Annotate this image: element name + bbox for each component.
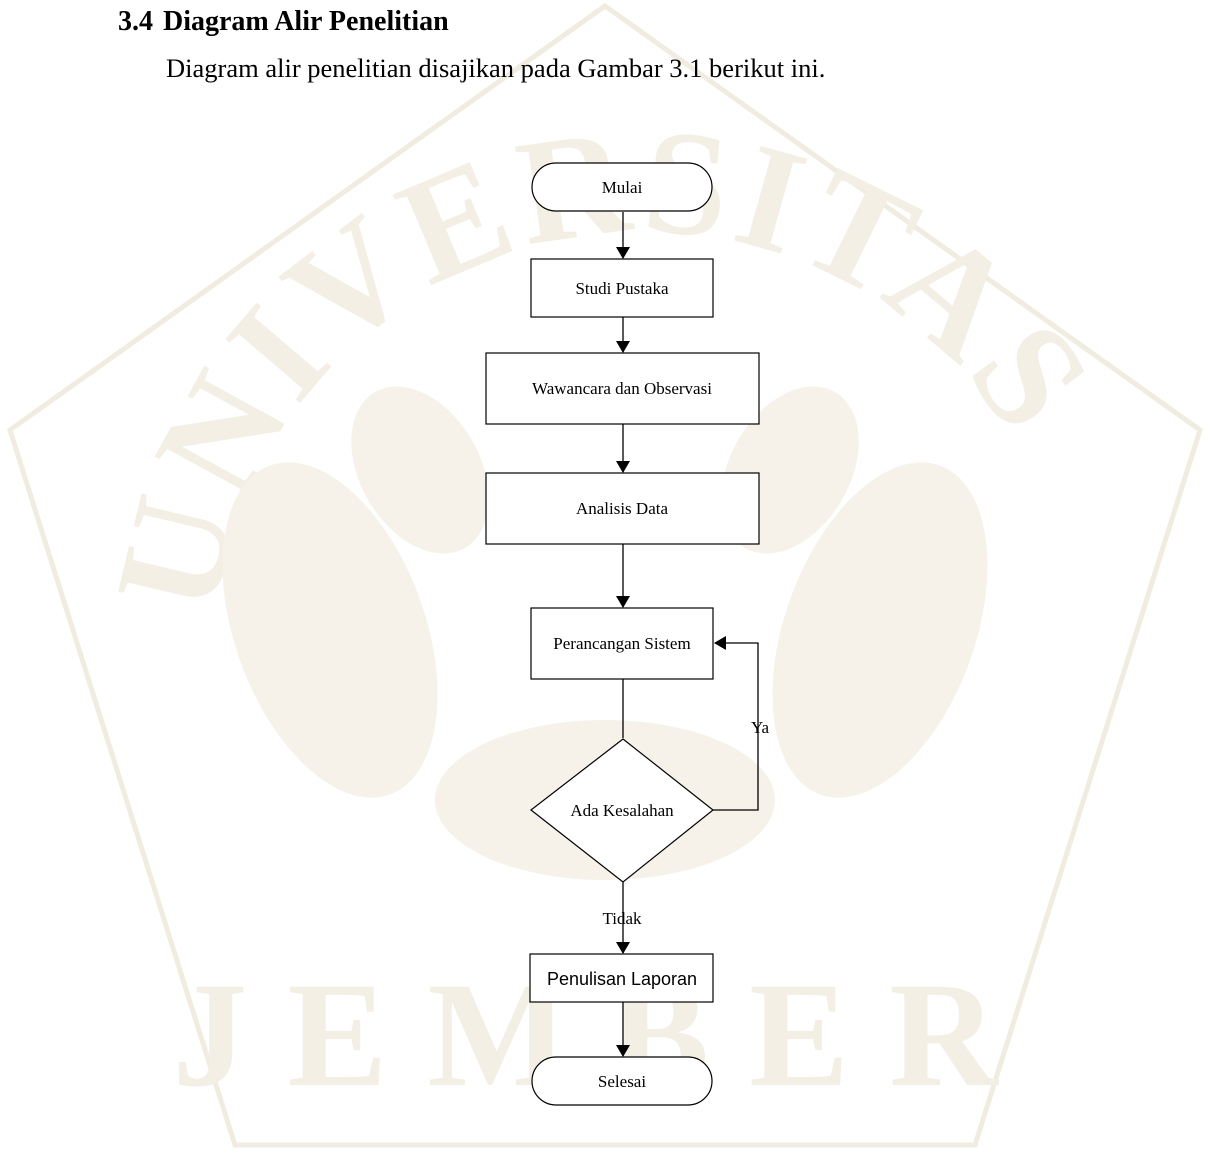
process-perancangan-sistem xyxy=(530,607,714,680)
wawancara-label: Wawancara dan Observasi xyxy=(532,379,712,398)
section-title: Diagram Alir Penelitian xyxy=(163,6,449,37)
start-terminator xyxy=(531,162,713,212)
penulisan-label: Penulisan Laporan xyxy=(547,969,697,989)
process-analisis-data xyxy=(485,472,760,545)
start-label: Mulai xyxy=(602,178,643,197)
section-number: 3.4 xyxy=(118,6,153,37)
decision-ada-kesalahan xyxy=(530,738,714,883)
studi-pustaka-label: Studi Pustaka xyxy=(575,279,668,298)
process-wawancara-observasi xyxy=(485,352,760,425)
decision-label: Ada Kesalahan xyxy=(570,801,674,820)
arrow-decision-yes-loop xyxy=(713,636,759,811)
end-terminator xyxy=(531,1056,713,1106)
process-penulisan-laporan xyxy=(529,953,714,1003)
analisis-label: Analisis Data xyxy=(576,499,669,518)
intro-paragraph: Diagram alir penelitian disajikan pada G… xyxy=(166,53,826,83)
branch-no-label: Tidak xyxy=(602,909,642,928)
branch-yes-label: Ya xyxy=(751,718,770,737)
section-heading: 3.4 Diagram Alir Penelitian xyxy=(118,2,449,42)
process-studi-pustaka xyxy=(530,258,714,318)
end-label: Selesai xyxy=(598,1072,646,1091)
perancangan-label: Perancangan Sistem xyxy=(553,634,690,653)
